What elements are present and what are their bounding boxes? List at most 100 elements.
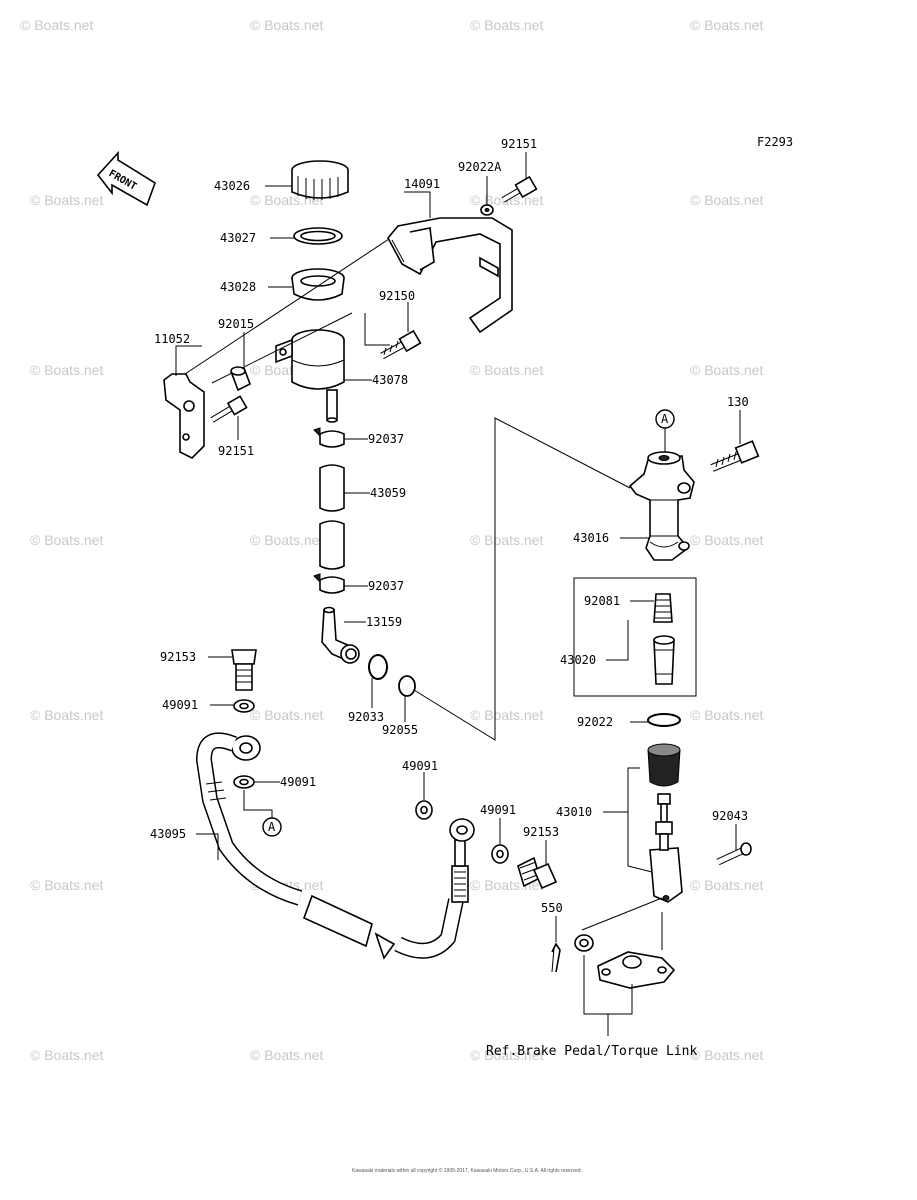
washer	[480, 204, 494, 216]
part-label: 92015	[218, 317, 254, 331]
hose-clamp	[313, 427, 345, 448]
watermark: © Boats.net	[690, 192, 763, 208]
part-label: 92022	[577, 715, 613, 729]
watermark: © Boats.net	[690, 17, 763, 33]
part-label: 92153	[523, 825, 559, 839]
part-label: 43095	[150, 827, 186, 841]
front-arrow-icon: FRONT	[96, 150, 156, 207]
part-label: 43028	[220, 280, 256, 294]
part-label: 550	[541, 901, 563, 915]
part-label: 13159	[366, 615, 402, 629]
bolt	[501, 175, 538, 203]
leader-line	[175, 236, 393, 381]
cotter-pin	[551, 942, 561, 973]
part-label: 130	[727, 395, 749, 409]
part-label: 49091	[480, 803, 516, 817]
pin	[716, 842, 752, 866]
spacer	[230, 366, 252, 392]
banjo-fitting	[231, 735, 261, 761]
watermark: © Boats.net	[30, 362, 103, 378]
circlip	[368, 654, 388, 680]
leader-line	[175, 345, 202, 376]
circle-marker-label: A	[268, 820, 276, 834]
part-label: 92022A	[458, 160, 502, 174]
part-label: 92037	[368, 579, 404, 593]
part-label: 92037	[368, 432, 404, 446]
circle-marker: A	[655, 409, 675, 429]
leader-line	[606, 620, 629, 661]
bolt	[710, 440, 760, 472]
watermark: © Boats.net	[20, 17, 93, 33]
watermark: © Boats.net	[250, 532, 323, 548]
watermark: © Boats.net	[30, 1047, 103, 1063]
push-rod-assembly	[647, 743, 683, 903]
part-label: 92081	[584, 594, 620, 608]
watermark: © Boats.net	[690, 1047, 763, 1063]
watermark: © Boats.net	[470, 707, 543, 723]
part-label: 43020	[560, 653, 596, 667]
leader-line	[627, 767, 653, 873]
spring	[653, 593, 673, 623]
copper-washer	[491, 844, 509, 864]
circlip	[647, 713, 681, 727]
kit-box	[573, 577, 697, 697]
watermark: © Boats.net	[470, 17, 543, 33]
reservoir-cap	[291, 160, 349, 200]
leader-line	[404, 191, 431, 218]
part-label: 92055	[382, 723, 418, 737]
banjo-bolt	[231, 649, 257, 691]
copper-washer	[233, 775, 255, 789]
leader-line	[364, 313, 390, 346]
watermark: © Boats.net	[250, 17, 323, 33]
part-label: 92043	[712, 809, 748, 823]
copyright-notice: Kawasaki materials within all copyright …	[352, 1167, 582, 1174]
hose-clamp	[313, 573, 345, 594]
watermark: © Boats.net	[250, 707, 323, 723]
part-label: 43078	[372, 373, 408, 387]
watermark: © Boats.net	[690, 362, 763, 378]
leader-line	[413, 417, 631, 741]
watermark: © Boats.net	[30, 707, 103, 723]
elbow-fitting	[321, 606, 360, 664]
circle-marker: A	[262, 817, 282, 837]
copper-washer	[233, 699, 255, 713]
part-label: 49091	[280, 775, 316, 789]
hose	[319, 464, 345, 570]
bolt	[380, 329, 422, 360]
watermark: © Boats.net	[690, 877, 763, 893]
leader-line	[581, 897, 663, 931]
part-label: 43026	[214, 179, 250, 193]
reference-note: Ref.Brake Pedal/Torque Link	[486, 1044, 697, 1059]
piston	[653, 635, 675, 685]
watermark-layer: © Boats.net © Boats.net © Boats.net © Bo…	[20, 17, 763, 1063]
banjo-bolt	[517, 856, 558, 890]
watermark: © Boats.net	[30, 532, 103, 548]
circle-marker-label: A	[661, 412, 669, 426]
watermark: © Boats.net	[250, 1047, 323, 1063]
part-label: 43010	[556, 805, 592, 819]
part-label: 92033	[348, 710, 384, 724]
part-label: 92151	[218, 444, 254, 458]
o-ring	[398, 675, 416, 697]
part-label: 49091	[162, 698, 198, 712]
part-label: 11052	[154, 332, 190, 346]
bolt	[210, 395, 248, 423]
part-label: 92150	[379, 289, 415, 303]
part-label: 14091	[404, 177, 440, 191]
washer	[574, 934, 594, 952]
reservoir-cover	[387, 217, 513, 334]
watermark: © Boats.net	[470, 532, 543, 548]
leader-line	[196, 833, 219, 860]
bracket	[163, 373, 205, 459]
leader-line	[243, 790, 273, 818]
figure-code: F2293	[757, 135, 793, 149]
part-label: 43027	[220, 231, 256, 245]
watermark: © Boats.net	[690, 532, 763, 548]
part-label: 92153	[160, 650, 196, 664]
watermark: © Boats.net	[470, 362, 543, 378]
watermark: © Boats.net	[690, 707, 763, 723]
watermark: © Boats.net	[30, 877, 103, 893]
copper-washer	[415, 800, 433, 820]
brake-hose	[195, 732, 475, 960]
